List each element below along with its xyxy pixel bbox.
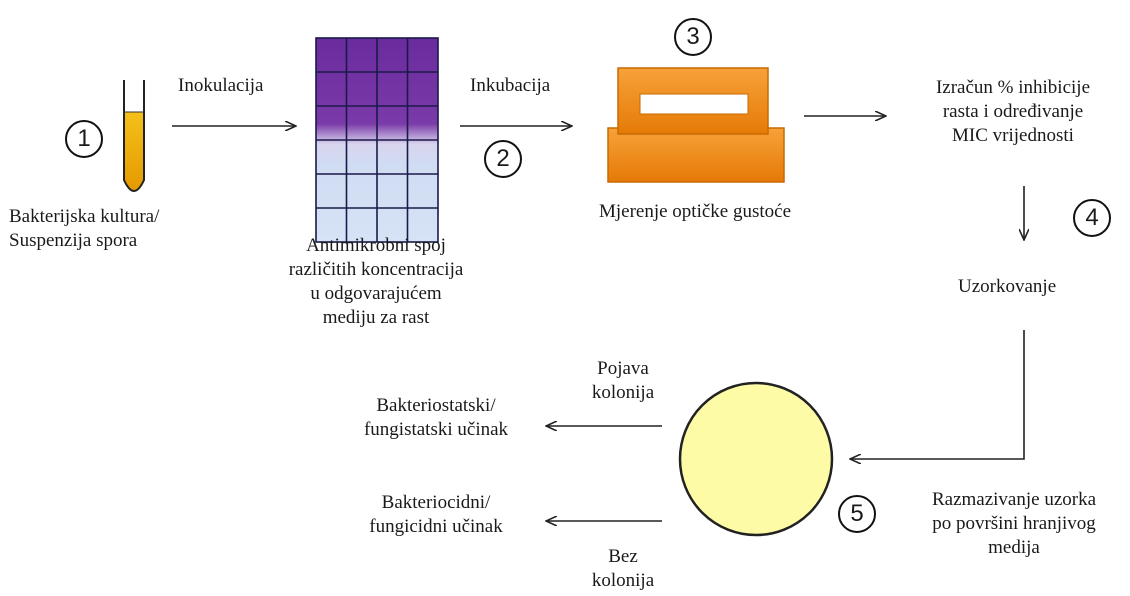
sampling-label: Uzorkovanje: [958, 276, 1057, 297]
petri-dish-icon: [678, 381, 834, 537]
culture-label: Bakterijska kultura/ Suspenzija spora: [9, 206, 160, 251]
optical-density-label: Mjerenje optičke gustoće: [598, 201, 792, 222]
step-2-badge: 2: [484, 140, 522, 178]
step-1-badge: 1: [65, 120, 103, 158]
step-4-badge: 4: [1073, 199, 1111, 237]
spreading-label: Razmazivanje uzorka po površini hranjivo…: [931, 489, 1097, 558]
inoculation-label: Inokulacija: [178, 75, 264, 96]
step-3-badge: 3: [674, 18, 712, 56]
incubation-label: Inkubacija: [470, 75, 551, 96]
microplate-icon: [315, 37, 439, 243]
plate-label: Antimikrobni spoj različitih koncentraci…: [288, 235, 464, 328]
arrow-to-dish: [850, 330, 1025, 459]
test-tube-icon: [123, 80, 145, 192]
colonies-label: Pojava kolonija: [591, 358, 655, 403]
no-colonies-label: Bez kolonija: [591, 546, 655, 591]
cidal-effect-label: Bakteriocidni/ fungicidni učinak: [369, 492, 503, 537]
step-5-badge: 5: [838, 495, 876, 533]
plate-reader-icon: [607, 67, 785, 183]
calc-label: Izračun % inhibicije rasta i određivanje…: [935, 77, 1091, 146]
static-effect-label: Bakteriostatski/ fungistatski učinak: [363, 395, 509, 440]
